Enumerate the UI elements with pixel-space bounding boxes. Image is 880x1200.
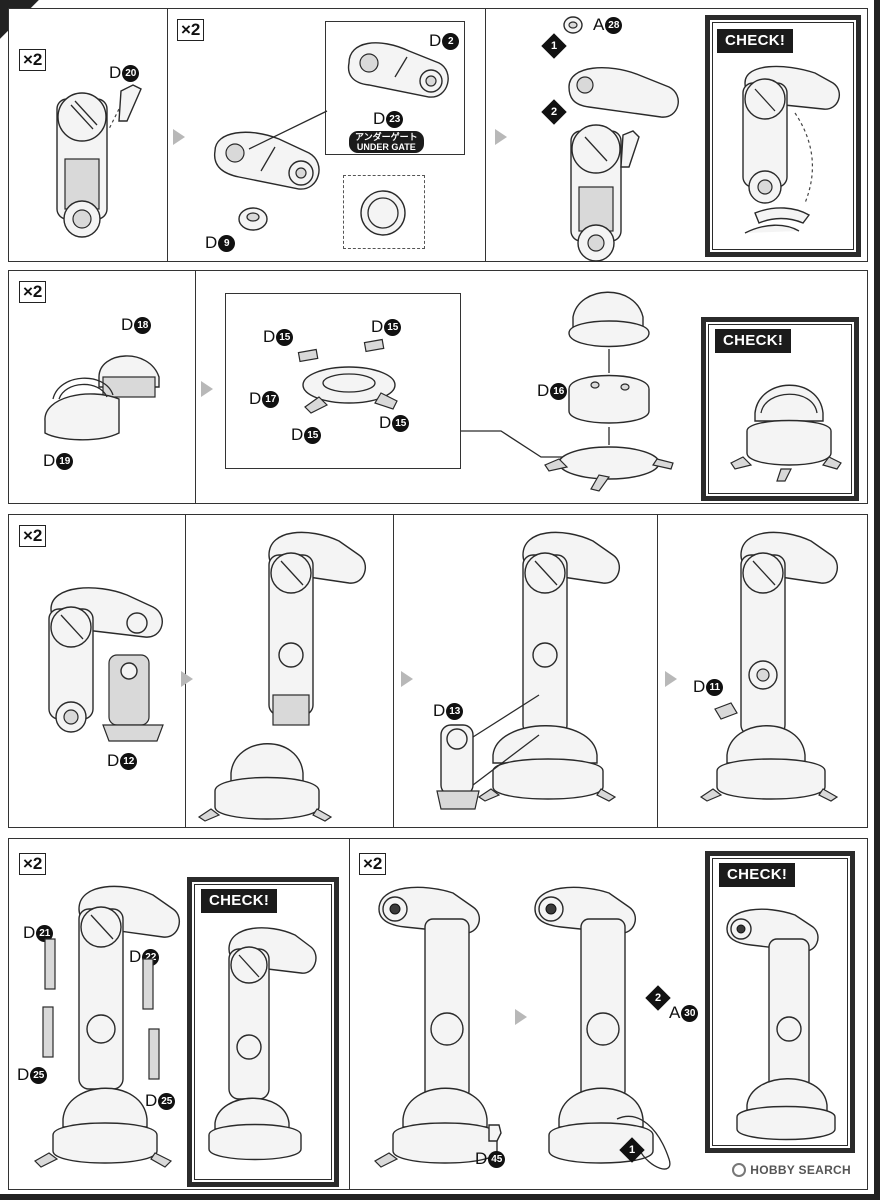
arm-link-detail: [347, 42, 449, 98]
arm-on-base-exploded: [197, 531, 367, 822]
arm-support-assembled: [699, 531, 839, 802]
arm-part-illustration: [56, 84, 142, 238]
small-pin-part: [488, 1124, 502, 1142]
arm-cover-exploded: [34, 885, 181, 1168]
multiplier-badge: ×2: [177, 19, 205, 41]
row3-divider-3: [657, 515, 658, 827]
step-marker: 1: [541, 33, 567, 59]
edge-bar-right: [874, 0, 880, 1200]
arm-link-illustration: [213, 110, 328, 190]
arm-joint-illustration: [48, 587, 164, 742]
ring-detail: [360, 190, 406, 236]
watermark-logo-icon: [732, 1163, 747, 1177]
multiplier-badge: ×2: [19, 49, 47, 71]
check-illustration: [208, 927, 317, 1161]
cap-small: [563, 16, 583, 34]
check-label: CHECK!: [201, 889, 278, 913]
check-label: CHECK!: [719, 863, 796, 887]
step-arrow: [515, 1009, 527, 1025]
row3-divider-2: [393, 515, 394, 827]
multiplier-badge: ×2: [19, 525, 47, 547]
step-arrow: [401, 671, 413, 687]
row2-divider-1: [195, 271, 196, 503]
step-arrow: [495, 129, 507, 145]
arm-cable-illustration: [534, 886, 671, 1170]
dome-part-illustration: [44, 355, 160, 441]
row1-divider-2: [485, 9, 486, 261]
check-label: CHECK!: [717, 29, 794, 53]
base-plate-illustration: [297, 338, 398, 414]
check-illustration: [726, 908, 836, 1141]
arm-assembly-illustration: [568, 67, 679, 262]
step-arrow: [173, 129, 185, 145]
under-gate-badge: アンダーゲート UNDER GATE: [349, 131, 424, 153]
step-arrow: [181, 671, 193, 687]
base-exploded-illustration: [544, 291, 674, 492]
check-label: CHECK!: [715, 329, 792, 353]
row4-divider-1: [349, 839, 350, 1189]
check-illustration: [730, 384, 842, 482]
arm-support-illustration: [436, 531, 621, 810]
row1-divider-1: [167, 9, 168, 261]
leader-line: [461, 430, 577, 458]
multiplier-badge: ×2: [19, 853, 47, 875]
multiplier-badge: ×2: [359, 853, 387, 875]
arm-full-illustration: [374, 886, 498, 1168]
step-arrow: [665, 671, 677, 687]
watermark-text: HOBBY SEARCH: [750, 1163, 851, 1177]
step-arrow: [201, 381, 213, 397]
watermark: HOBBY SEARCH: [732, 1163, 851, 1177]
edge-bar-bottom: [0, 1194, 880, 1200]
multiplier-badge: ×2: [19, 281, 47, 303]
check-illustration: [742, 65, 841, 234]
cap-part: [238, 207, 268, 231]
